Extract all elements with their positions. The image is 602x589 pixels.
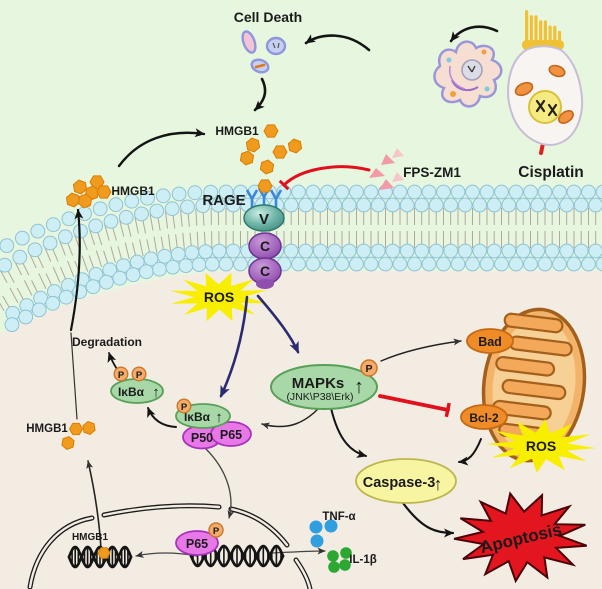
tnf-alpha-label: TNF-α (322, 511, 355, 523)
bad-node (466, 328, 514, 354)
arrow-rage-to-nfkb (219, 295, 249, 398)
chromosomes (535, 99, 558, 117)
cisplatin-label: Cisplatin (518, 164, 583, 181)
hmgb1-cluster-extracellular-left (65, 175, 112, 209)
fps-zm1-label: FPS-ZM1 (403, 165, 461, 180)
ikba-phospho-1-label: P (118, 370, 125, 381)
caspase3-node (355, 458, 457, 504)
mapks-phospho (360, 359, 378, 377)
ikba-upper-up-arrow: ↑ (152, 384, 160, 401)
arrow-dyingcell-to-debris (304, 34, 371, 52)
hmgb1-cluster-cytoplasm (61, 421, 96, 450)
rage-domain-v-label: V (259, 211, 269, 228)
bcl2-label: Bcl-2 (469, 411, 499, 425)
p65-label: P65 (220, 428, 242, 442)
cell-death-label: Cell Death (234, 9, 302, 25)
pathway-arrows (69, 25, 550, 558)
arrow-ikba-release (147, 407, 177, 428)
il1b-molecules (327, 547, 352, 573)
mapks-up-arrow: ↑ (354, 376, 364, 398)
nfkb-complex: IκBα ↑ P P50 P65 (175, 398, 252, 450)
nuclear-envelope (27, 503, 313, 589)
arrow-cisplatincell-to-dyingcell (449, 25, 499, 43)
ikba-lower-up-arrow: ↑ (215, 409, 223, 426)
p65-nucleus-phospho (208, 522, 224, 538)
cisplatin-cell-mitochondria (514, 64, 574, 124)
arrow-caspase3-to-apoptosis (401, 501, 455, 538)
cisplatin-cell-nucleus (528, 90, 562, 124)
ikba-lower-label: IκBα (184, 410, 211, 424)
hmgb1-nucleus-label: HMGB1 (72, 532, 109, 543)
arrow-rage-to-mapks (256, 294, 300, 354)
dying-cell-nucleus (461, 59, 483, 81)
ikba-phospho-2 (131, 366, 147, 382)
apoptosis-burst (453, 491, 588, 584)
cell-debris (241, 30, 287, 74)
p65-nucleus-phospho-label: P (213, 526, 220, 537)
hmgb1-top-label: HMGB1 (215, 124, 259, 138)
cisplatin-cell (507, 10, 584, 146)
ros-burst-membrane (170, 272, 268, 322)
ros-membrane-label: ROS (204, 289, 234, 305)
ikba-upper-label: IκBα (118, 385, 145, 399)
rage-receptor: V C C (243, 187, 285, 289)
arrow-mapks-to-caspase3 (330, 407, 367, 458)
mapks-label: MAPKs (292, 375, 345, 392)
p50-label: P50 (191, 431, 213, 445)
ikba-phospho-1 (113, 366, 129, 382)
ikba-bound-phospho (176, 398, 192, 414)
tnf-alpha-molecules (309, 519, 338, 548)
ros-burst-mitochondria (486, 419, 596, 473)
inhibit-mapks-to-bcl2 (378, 394, 451, 418)
line-hmgb1-transport (70, 332, 78, 420)
bad-label: Bad (478, 335, 502, 349)
arrow-debris-to-hmgb1 (253, 77, 267, 112)
degradation-label: Degradation (72, 335, 142, 349)
inhibit-fpszm1-to-rage (278, 165, 371, 191)
p65-nucleus-node: P65 P (175, 522, 224, 556)
ros-mito-label: ROS (526, 438, 556, 454)
caspase3-label: Caspase-3 (363, 475, 436, 491)
ikba-bound-phospho-label: P (181, 402, 188, 413)
arrow-mito-to-caspase3 (458, 438, 482, 466)
arrow-lefthmgb1-to-tophmgb1 (117, 128, 206, 168)
p65-nucleus-label: P65 (186, 537, 208, 551)
hmgb1-cluster-extracellular-center (239, 124, 303, 193)
rage-cytoplasmic-tail (256, 279, 274, 289)
ikba-phospho-2-label: P (136, 370, 143, 381)
arrow-nucleus-hmgb1-export (86, 460, 102, 550)
dna-hmgb1 (67, 545, 133, 569)
dying-cell (433, 40, 503, 108)
fps-zm1-molecules (369, 148, 404, 190)
rage-label: RAGE (202, 192, 245, 209)
mapks-node: MAPKs (JNK\P38\Erk) ↑ P (270, 359, 378, 410)
il1b-label: IL-1β (349, 554, 376, 566)
rage-domain-v (243, 204, 285, 232)
caspase3-up-arrow: ↑ (434, 474, 443, 494)
bcl2-node (460, 404, 508, 430)
mapks-phospho-label: P (365, 363, 372, 375)
arrow-mapks-to-bad (380, 338, 462, 362)
arrow-p65-to-nucleus (205, 448, 235, 519)
p65-node (210, 421, 252, 447)
mapks-sub-label: (JNK\P38\Erk) (286, 391, 353, 403)
hmgb1-molecule-on-dna (97, 547, 111, 559)
ikba-phospho-node: IκBα ↑ P P (110, 366, 164, 404)
rage-domain-c2-label: C (260, 263, 270, 279)
rage-domain-c1-label: C (260, 238, 270, 254)
hmgb1-cytoplasm-label: HMGB1 (26, 423, 68, 435)
plasma-membrane (0, 184, 602, 333)
hmgb1-left-label: HMGB1 (111, 184, 155, 198)
arrow-hmgb1-secretion (69, 208, 84, 332)
